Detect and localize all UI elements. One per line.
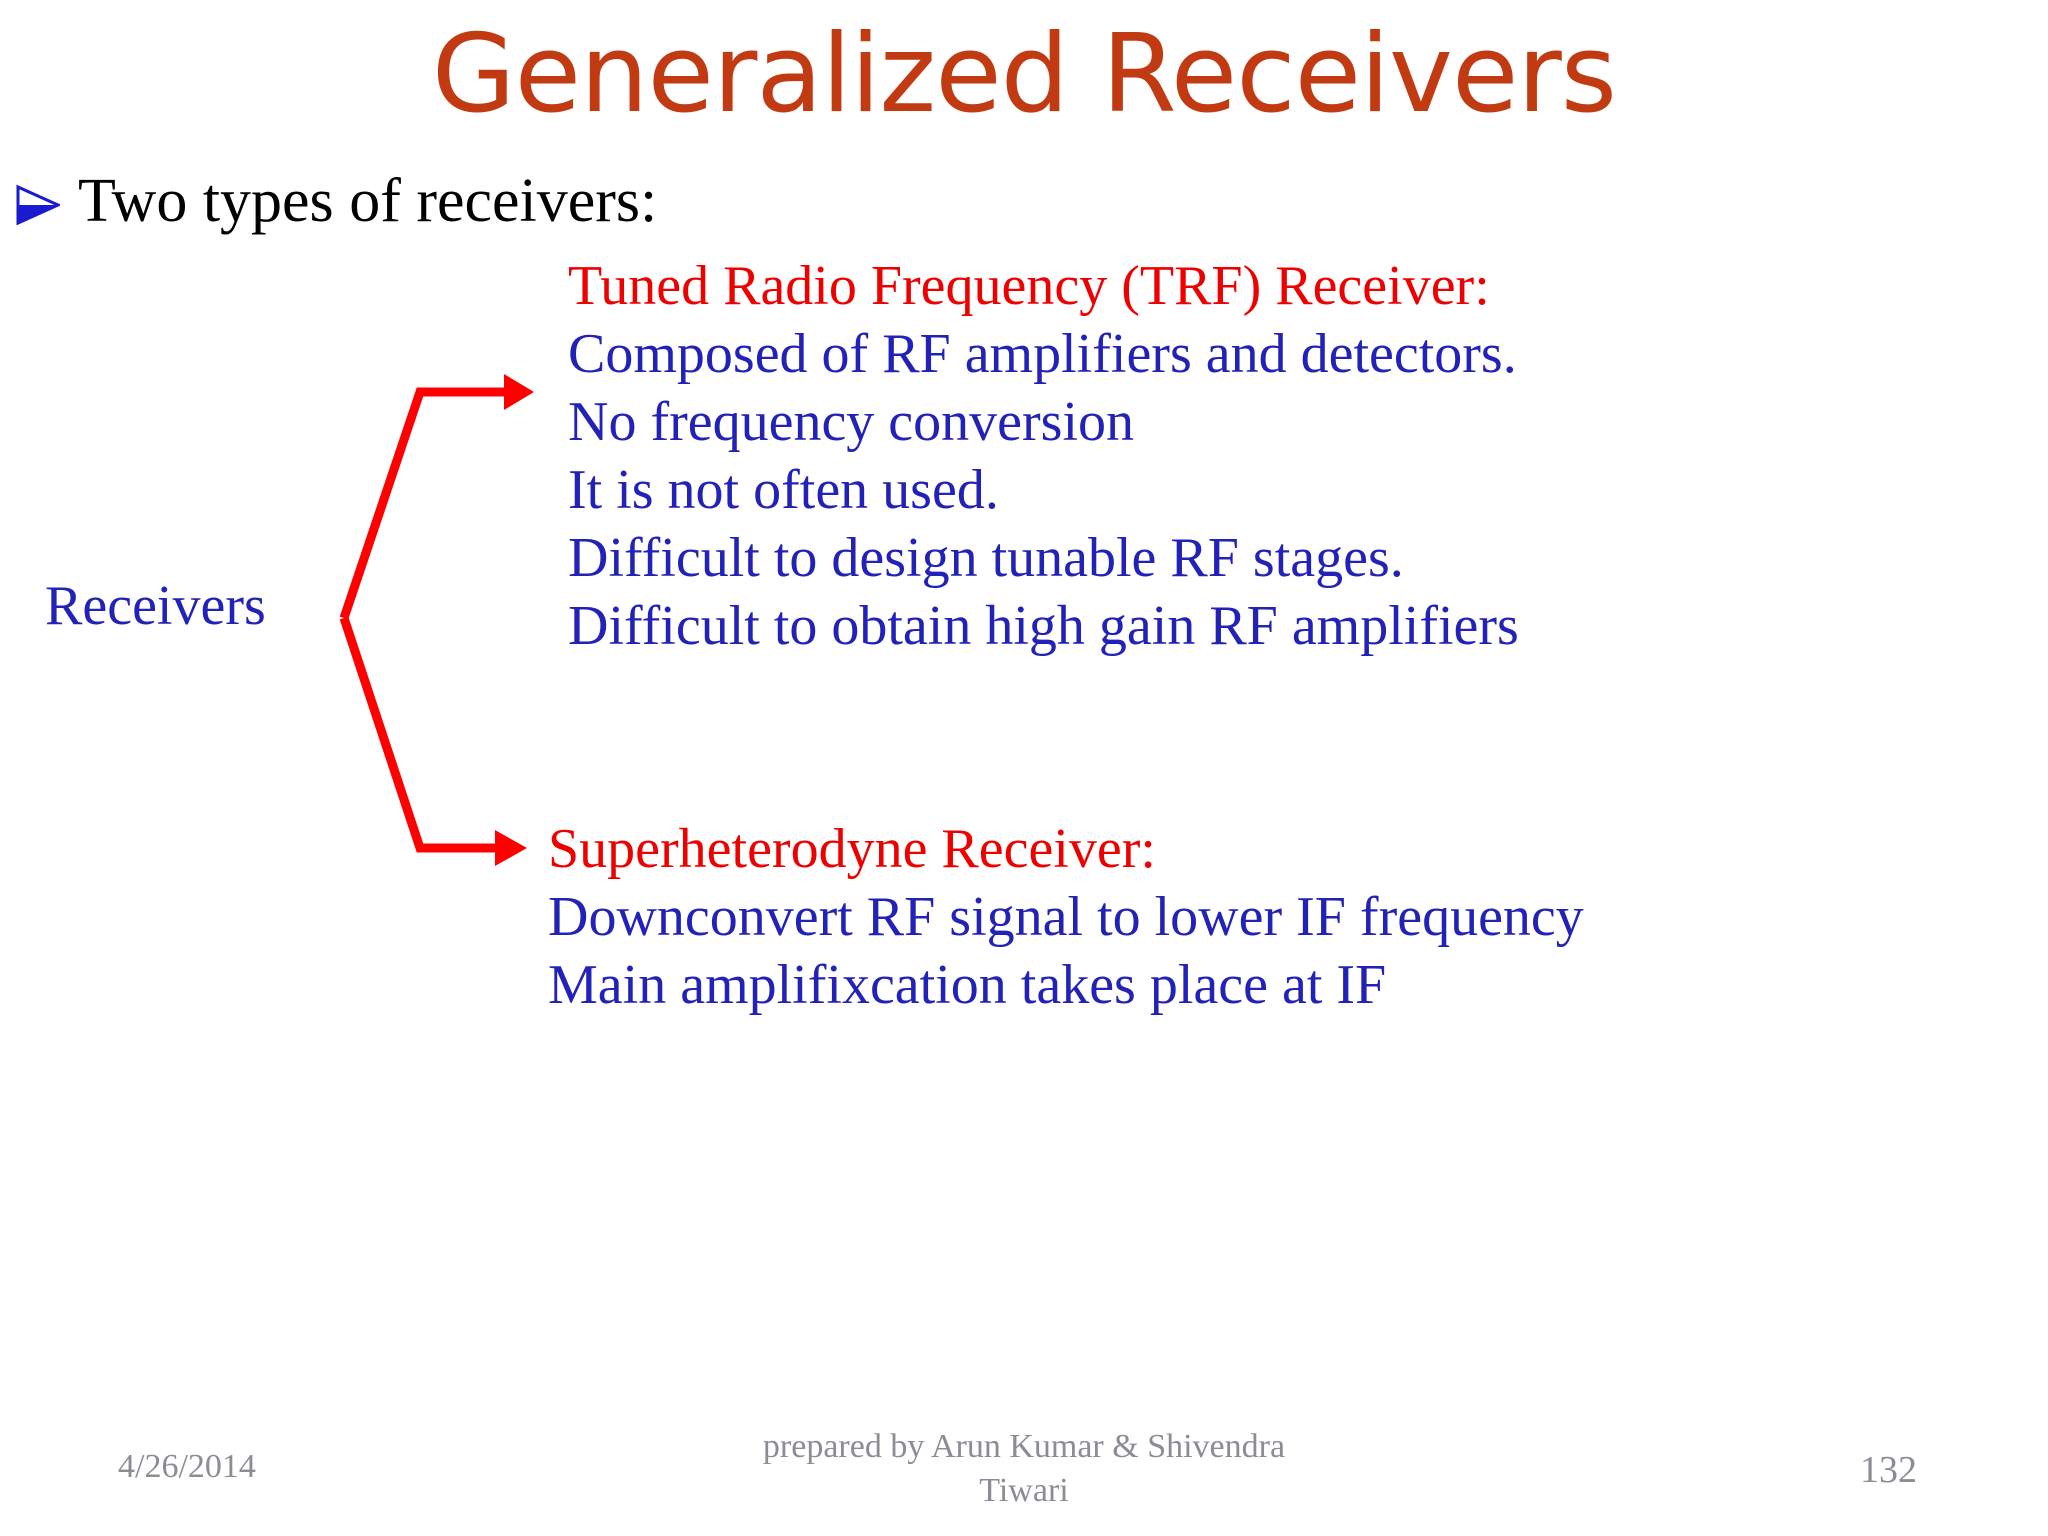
arrow-to-trf-icon [339, 374, 534, 620]
trf-line-1: No frequency conversion [568, 391, 1135, 453]
trf-line-0: Composed of RF amplifiers and detectors. [568, 323, 1517, 385]
superheterodyne-text-block: Superheterodyne Receiver: Downconvert RF… [548, 815, 1584, 1019]
trf-line-3: Difficult to design tunable RF stages. [568, 527, 1404, 589]
superheterodyne-heading: Superheterodyne Receiver: [548, 818, 1156, 880]
trf-text-block: Tuned Radio Frequency (TRF) Receiver: Co… [568, 252, 1519, 660]
arrowhead-bullet-icon [14, 181, 62, 227]
branch-label-receivers: Receivers [45, 575, 266, 637]
superheterodyne-line-0: Downconvert RF signal to lower IF freque… [548, 886, 1584, 948]
bullet-row: Two types of receivers: [14, 170, 657, 232]
trf-line-2: It is not often used. [568, 459, 999, 521]
trf-line-4: Difficult to obtain high gain RF amplifi… [568, 595, 1519, 657]
arrow-to-superheterodyne-icon [339, 616, 527, 866]
footer-page-number: 132 [1860, 1449, 1917, 1491]
bullet-label: Two types of receivers: [78, 167, 658, 235]
page-title: Generalized Receivers [431, 12, 1617, 137]
footer-credit: prepared by Arun Kumar & Shivendra Tiwar… [762, 1428, 1286, 1509]
trf-heading: Tuned Radio Frequency (TRF) Receiver: [568, 255, 1490, 317]
superheterodyne-line-1: Main amplifixcation takes place at IF [548, 954, 1387, 1016]
footer-date: 4/26/2014 [118, 1448, 256, 1485]
